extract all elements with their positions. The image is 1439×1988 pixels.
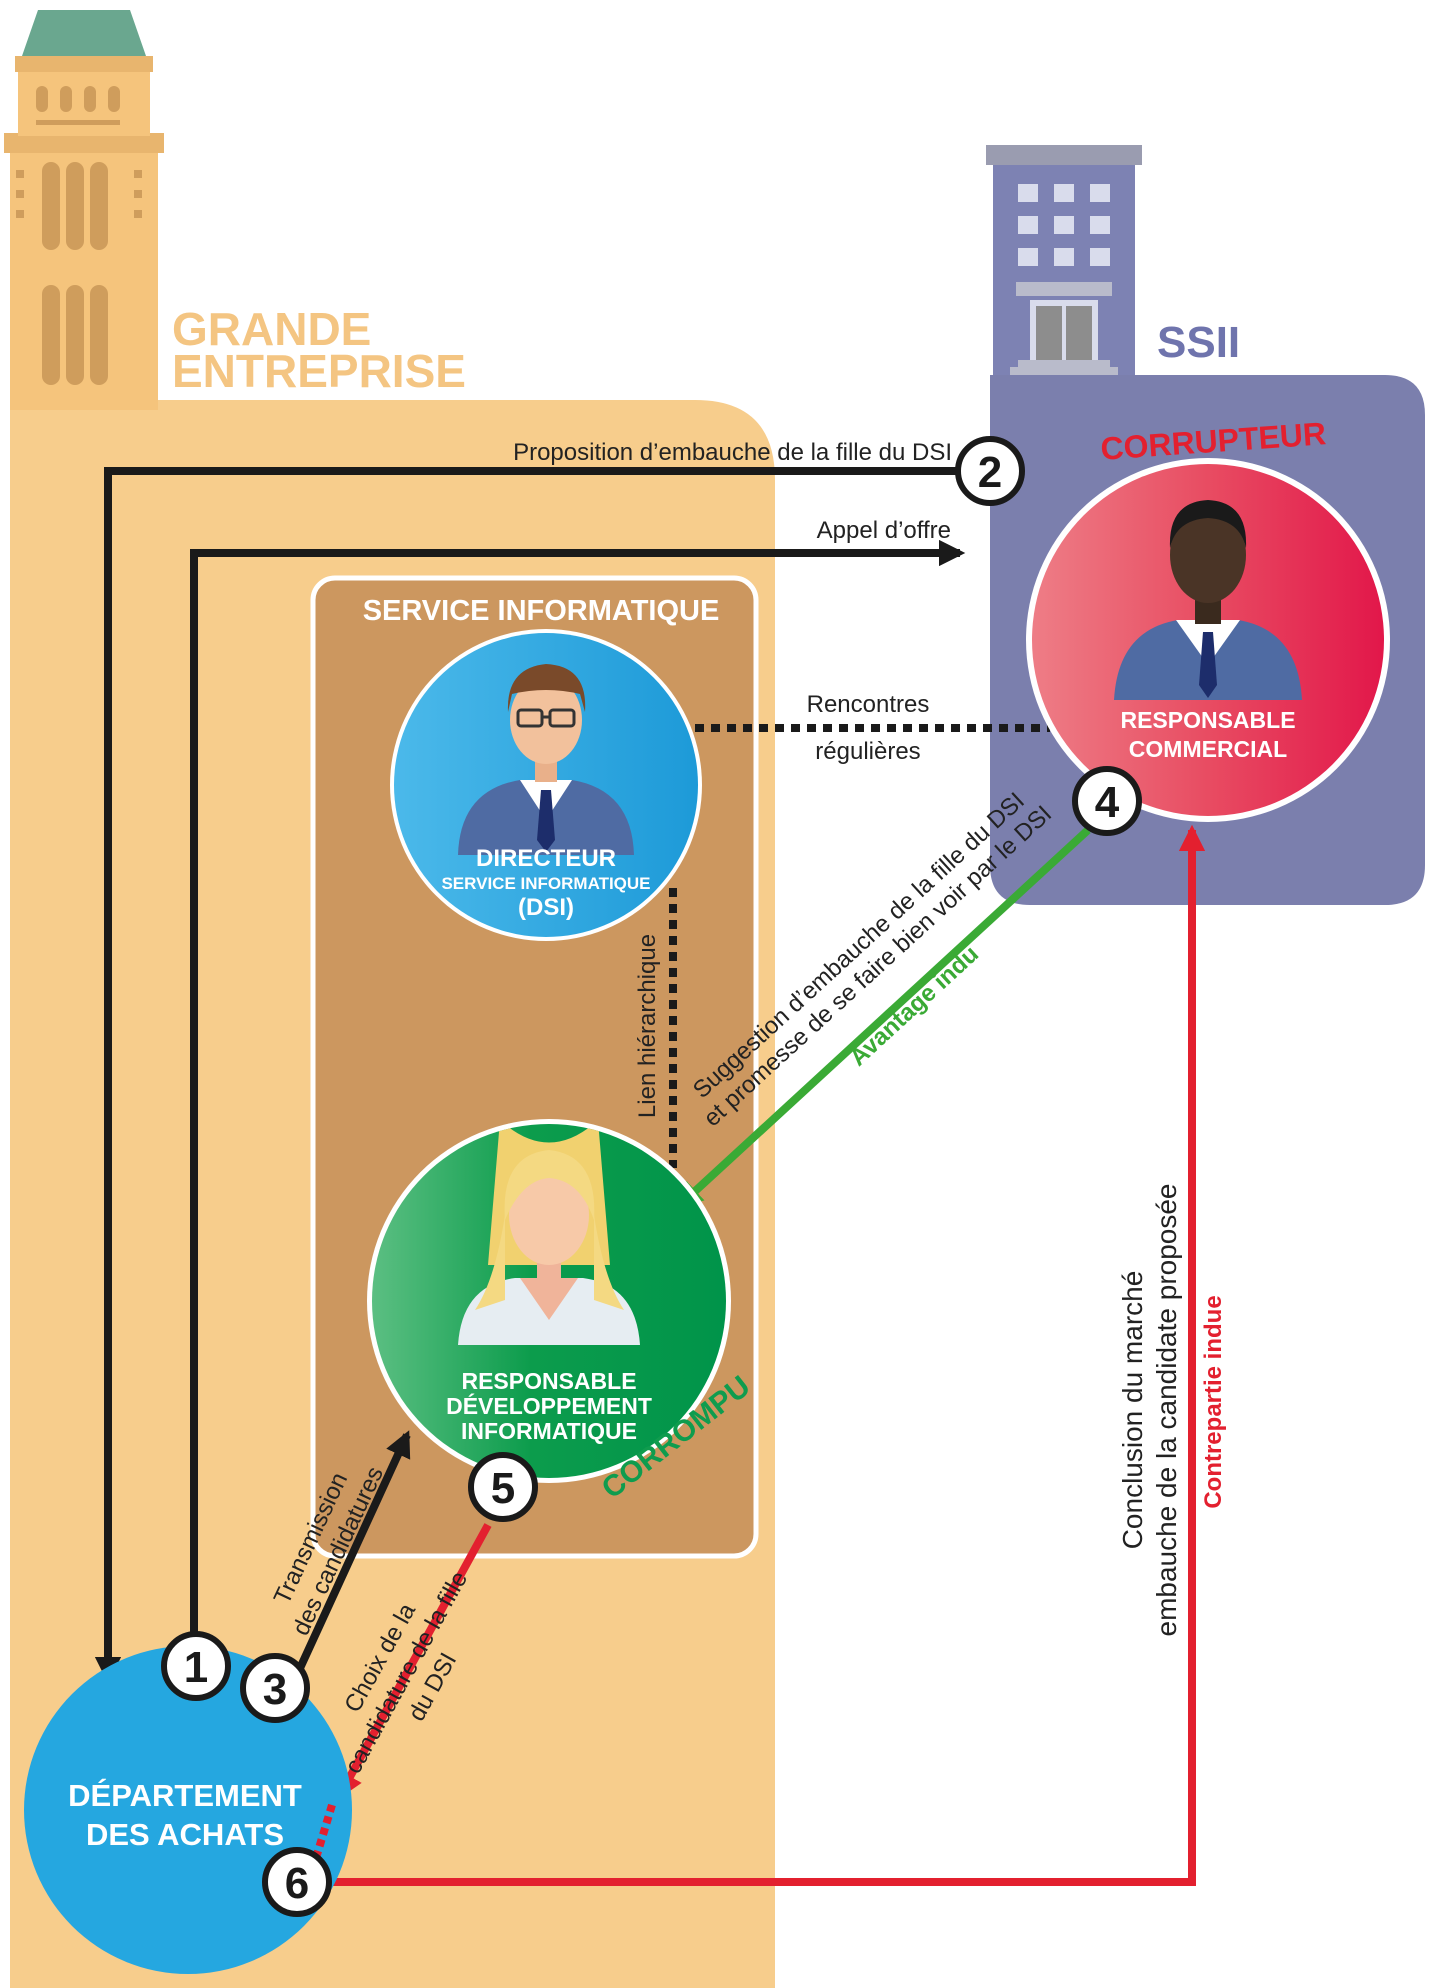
label-contrepartie-indue: Contrepartie indue bbox=[1200, 1295, 1227, 1508]
dsi-circle: DIRECTEUR SERVICE INFORMATIQUE (DSI) bbox=[390, 629, 702, 941]
dsi-label-line3: (DSI) bbox=[518, 894, 574, 921]
label-rencontres-line2: régulières bbox=[815, 738, 920, 765]
achats-label-line1: DÉPARTEMENT bbox=[68, 1778, 302, 1813]
step-number-2: 2 bbox=[978, 448, 1002, 497]
company-title-line1: GRANDE bbox=[172, 303, 371, 355]
step-number-5: 5 bbox=[491, 1464, 515, 1513]
ssii-title: SSII bbox=[1157, 318, 1240, 367]
arrow-contrepartie-indue bbox=[330, 824, 1206, 1886]
red-dotted-connector bbox=[312, 1803, 336, 1860]
label-appel-offre: Appel d’offre bbox=[817, 517, 951, 544]
step-number-1: 1 bbox=[184, 1643, 208, 1692]
label-rencontres-line1: Rencontres bbox=[807, 691, 930, 718]
resp-dev-label-line3: INFORMATIQUE bbox=[461, 1418, 637, 1444]
arrow-transmission-candidatures bbox=[286, 1430, 411, 1692]
resp-dev-label-line2: DÉVELOPPEMENT bbox=[446, 1392, 652, 1419]
resp-dev-circle: RESPONSABLE DÉVELOPPEMENT INFORMATIQUE bbox=[367, 1119, 731, 1483]
service-informatique-title: SERVICE INFORMATIQUE bbox=[363, 595, 720, 627]
label-lien-hierarchique: Lien hiérarchique bbox=[634, 934, 661, 1118]
company-title-line2: ENTREPRISE bbox=[172, 345, 466, 397]
dsi-label-line1: DIRECTEUR bbox=[476, 845, 616, 872]
resp-com-label-line1: RESPONSABLE bbox=[1120, 707, 1295, 733]
dsi-avatar-icon bbox=[458, 664, 634, 855]
step-badge-4: 4 bbox=[1072, 766, 1142, 836]
label-conclusion-line2: embauche de la candidate proposée bbox=[1151, 1183, 1182, 1636]
resp-com-avatar-icon bbox=[1114, 500, 1302, 700]
step-badge-3: 3 bbox=[240, 1653, 310, 1723]
step-badge-5: 5 bbox=[468, 1452, 538, 1522]
achats-label-line2: DES ACHATS bbox=[86, 1817, 284, 1852]
resp-com-circle: RESPONSABLE COMMERCIAL bbox=[1026, 458, 1390, 822]
label-proposition-embauche: Proposition d’embauche de la fille du DS… bbox=[513, 439, 952, 466]
label-conclusion-line1: Conclusion du marché bbox=[1117, 1271, 1148, 1550]
tower-building-icon bbox=[4, 10, 164, 410]
step-number-6: 6 bbox=[285, 1859, 309, 1908]
arrow-appel-offre bbox=[190, 539, 966, 1650]
step-number-4: 4 bbox=[1095, 778, 1120, 827]
dsi-label-line2: SERVICE INFORMATIQUE bbox=[441, 874, 650, 893]
arrow-avantage-indu bbox=[676, 827, 1091, 1209]
arrow-proposition-embauche bbox=[94, 467, 990, 1684]
resp-com-label-line2: COMMERCIAL bbox=[1129, 736, 1287, 762]
step-number-3: 3 bbox=[263, 1665, 287, 1714]
step-badge-6: 6 bbox=[262, 1847, 332, 1917]
arrow-choix-candidature bbox=[336, 1523, 492, 1800]
step-badge-1: 1 bbox=[161, 1631, 231, 1701]
ssii-building-icon bbox=[986, 145, 1142, 375]
resp-dev-avatar-icon bbox=[458, 1124, 640, 1345]
resp-dev-label-line1: RESPONSABLE bbox=[461, 1368, 636, 1394]
step-badge-2: 2 bbox=[955, 436, 1025, 506]
